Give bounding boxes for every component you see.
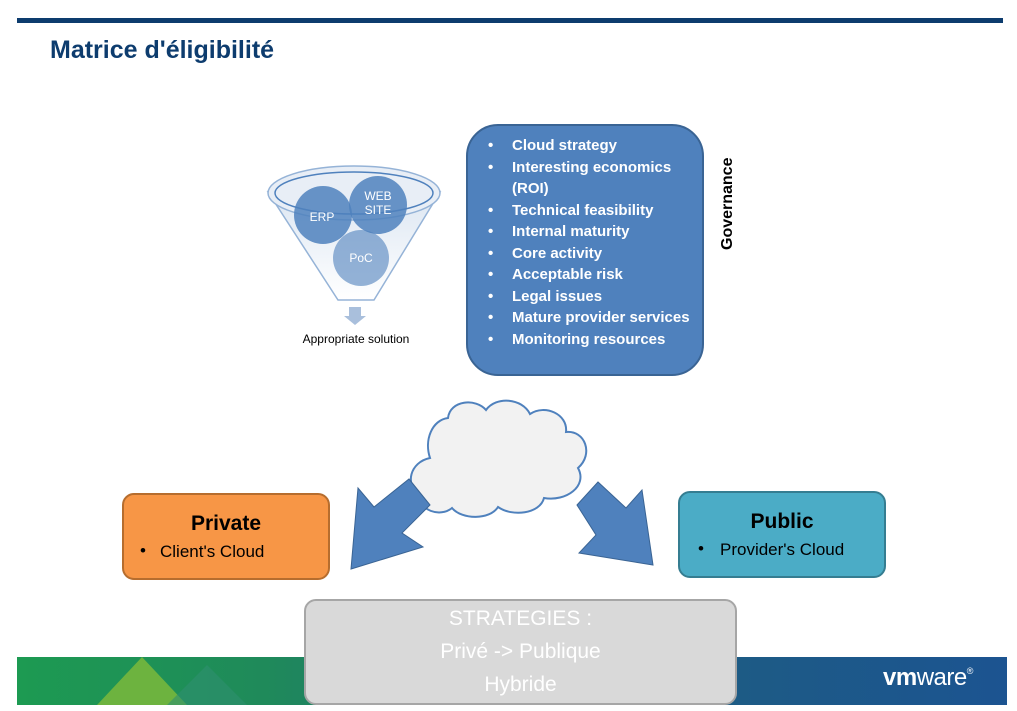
private-title: Private bbox=[190, 512, 262, 535]
private-item: Client's Cloud bbox=[124, 541, 328, 562]
left-arrow-icon bbox=[350, 478, 431, 570]
strategies-line-1: STRATEGIES : bbox=[448, 607, 593, 630]
governance-criterion: Acceptable risk bbox=[482, 264, 694, 286]
governance-criterion: Interesting economics (ROI) bbox=[482, 157, 694, 200]
governance-criterion: Cloud strategy bbox=[482, 135, 694, 157]
vmware-logo: vmware® bbox=[883, 664, 973, 691]
right-arrow-icon bbox=[576, 481, 654, 566]
footer-shapes bbox=[97, 657, 247, 705]
public-item: Provider's Cloud bbox=[680, 539, 884, 560]
page-title: Matrice d'éligibilité bbox=[50, 36, 275, 64]
down-arrow-icon bbox=[344, 307, 366, 325]
strategies-line-2: Privé -> Publique bbox=[440, 640, 601, 663]
top-rule bbox=[17, 18, 1003, 23]
governance-criteria-box: Cloud strategyInteresting economics (ROI… bbox=[466, 124, 704, 376]
website-circle bbox=[349, 176, 407, 234]
cloud-icon bbox=[409, 399, 588, 518]
poc-circle bbox=[333, 230, 389, 286]
governance-criterion: Internal maturity bbox=[482, 221, 694, 243]
public-cloud-box: Public Provider's Cloud bbox=[678, 491, 886, 578]
governance-label: Governance bbox=[719, 157, 736, 250]
private-cloud-box: Private Client's Cloud bbox=[122, 493, 330, 580]
public-title: Public bbox=[750, 510, 814, 533]
governance-criterion: Technical feasibility bbox=[482, 200, 694, 222]
governance-criterion: Core activity bbox=[482, 243, 694, 265]
governance-criteria-list: Cloud strategyInteresting economics (ROI… bbox=[482, 135, 694, 350]
strategies-box: STRATEGIES : Privé -> Publique Hybride bbox=[304, 599, 737, 705]
funnel-caption: Appropriate solution bbox=[302, 332, 410, 346]
governance-criterion: Legal issues bbox=[482, 286, 694, 308]
governance-criterion: Monitoring resources bbox=[482, 329, 694, 351]
strategies-line-3: Hybride bbox=[484, 673, 557, 696]
poc-label: PoC bbox=[349, 251, 373, 265]
governance-criterion: Mature provider services bbox=[482, 307, 694, 329]
erp-circle bbox=[294, 186, 352, 244]
erp-label: ERP bbox=[310, 210, 335, 224]
